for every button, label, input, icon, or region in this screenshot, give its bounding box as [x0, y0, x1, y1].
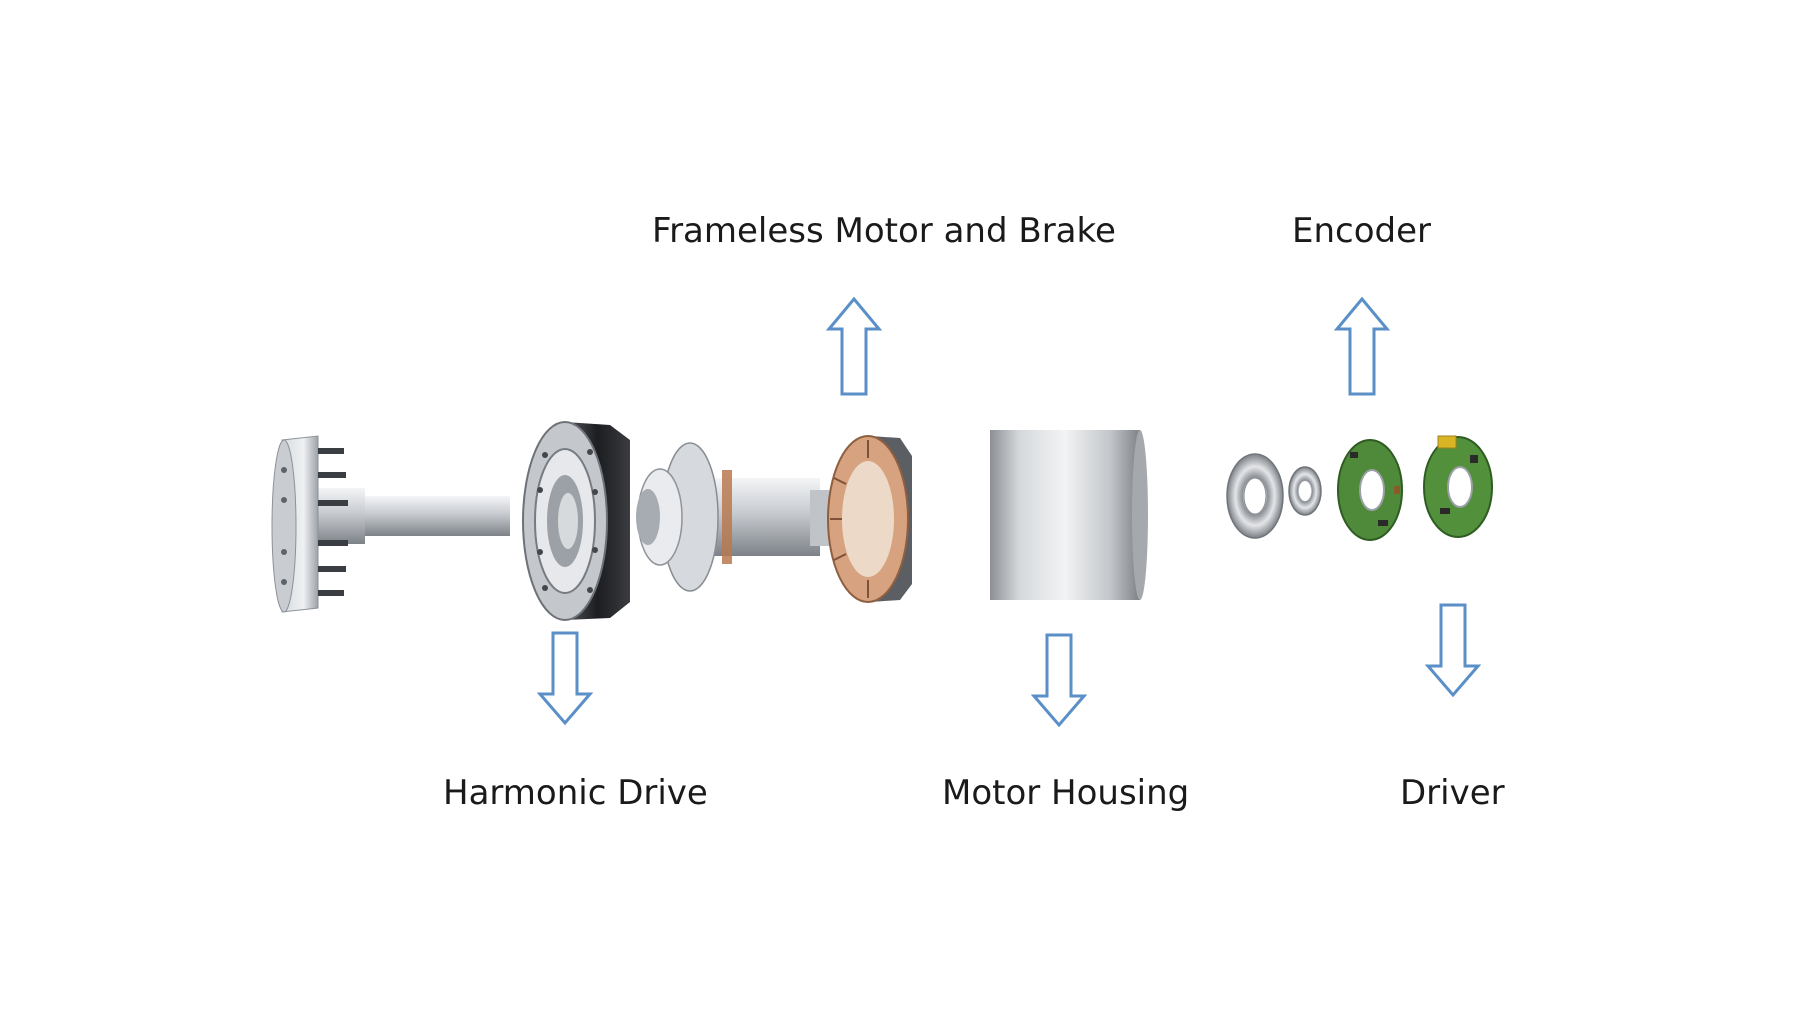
encoder-rings-part [1226, 453, 1322, 539]
frameless-motor-label: Frameless Motor and Brake [652, 211, 1116, 251]
stator-part [827, 435, 912, 603]
rotor-shaft-part [636, 442, 832, 592]
motor-housing-label: Motor Housing [942, 773, 1190, 813]
driver-down-arrow-icon [1425, 603, 1481, 698]
driver-label: Driver [1400, 773, 1505, 813]
motor-housing-down-arrow-icon [1031, 633, 1087, 728]
encoder-pcb-part [1337, 439, 1403, 541]
encoder-label: Encoder [1292, 211, 1432, 251]
harmonic-drive-part [522, 421, 630, 621]
encoder-up-arrow-icon [1334, 296, 1390, 396]
output-flange-shaft [271, 435, 510, 613]
harmonic-drive-down-arrow-icon [537, 631, 593, 726]
frameless-motor-up-arrow-icon [826, 296, 882, 396]
driver-pcb-part [1423, 435, 1493, 538]
motor-housing-part [990, 430, 1148, 600]
harmonic-drive-label: Harmonic Drive [443, 773, 708, 813]
